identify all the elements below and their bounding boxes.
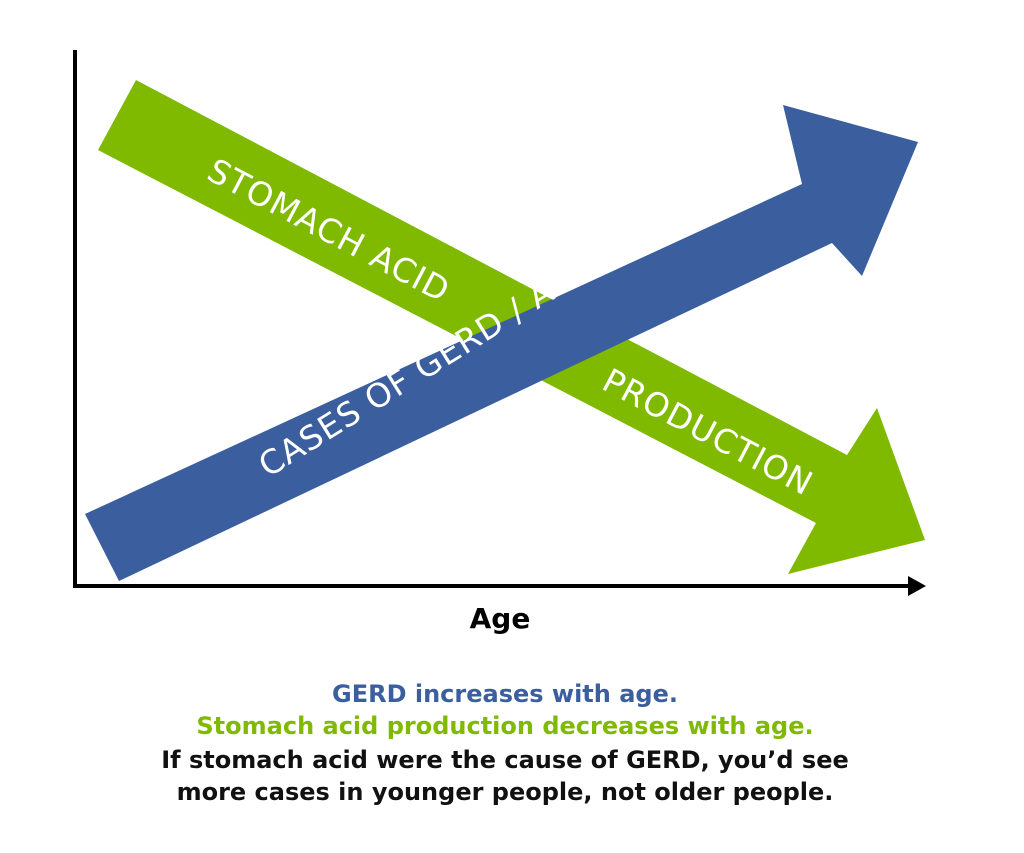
caption-acid-decreases: Stomach acid production decreases with a… [196,712,814,740]
gerd-cases-arrow [85,105,918,581]
x-axis-arrowhead [908,576,926,596]
caption-conclusion-line2: more cases in younger people, not older … [176,778,834,806]
x-axis-label: Age [469,602,531,635]
caption-conclusion-line1: If stomach acid were the cause of GERD, … [161,746,849,774]
caption-gerd-increases: GERD increases with age. [332,680,678,708]
